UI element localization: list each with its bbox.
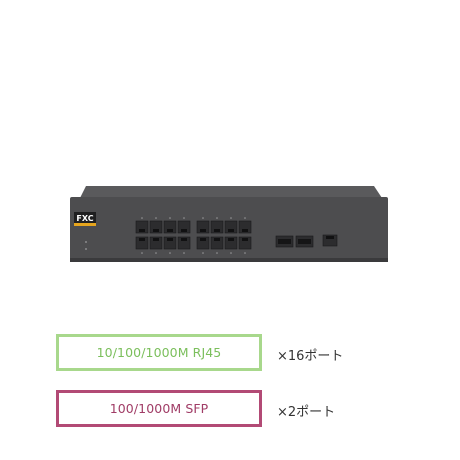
rj45-spec-label: 10/100/1000M RJ45 bbox=[56, 334, 262, 371]
svg-text:FXC: FXC bbox=[76, 214, 93, 223]
rj45-spec-text: 10/100/1000M RJ45 bbox=[96, 345, 222, 360]
switch-top-face bbox=[80, 186, 382, 198]
sfp-spec-label: 100/1000M SFP bbox=[56, 390, 262, 427]
status-led bbox=[85, 248, 87, 250]
rj45-port-count: ×16ポート bbox=[277, 349, 344, 364]
sfp-port-block bbox=[275, 235, 314, 248]
brand-logo: FXC bbox=[74, 212, 96, 226]
status-led bbox=[85, 241, 87, 243]
console-port bbox=[322, 234, 338, 247]
sfp-spec-text: 100/1000M SFP bbox=[109, 401, 209, 416]
rj45-port-block bbox=[135, 217, 252, 254]
console-port-jack bbox=[322, 234, 338, 247]
sfp-port-count: ×2ポート bbox=[277, 405, 336, 420]
network-switch-image: FXC bbox=[70, 186, 388, 262]
